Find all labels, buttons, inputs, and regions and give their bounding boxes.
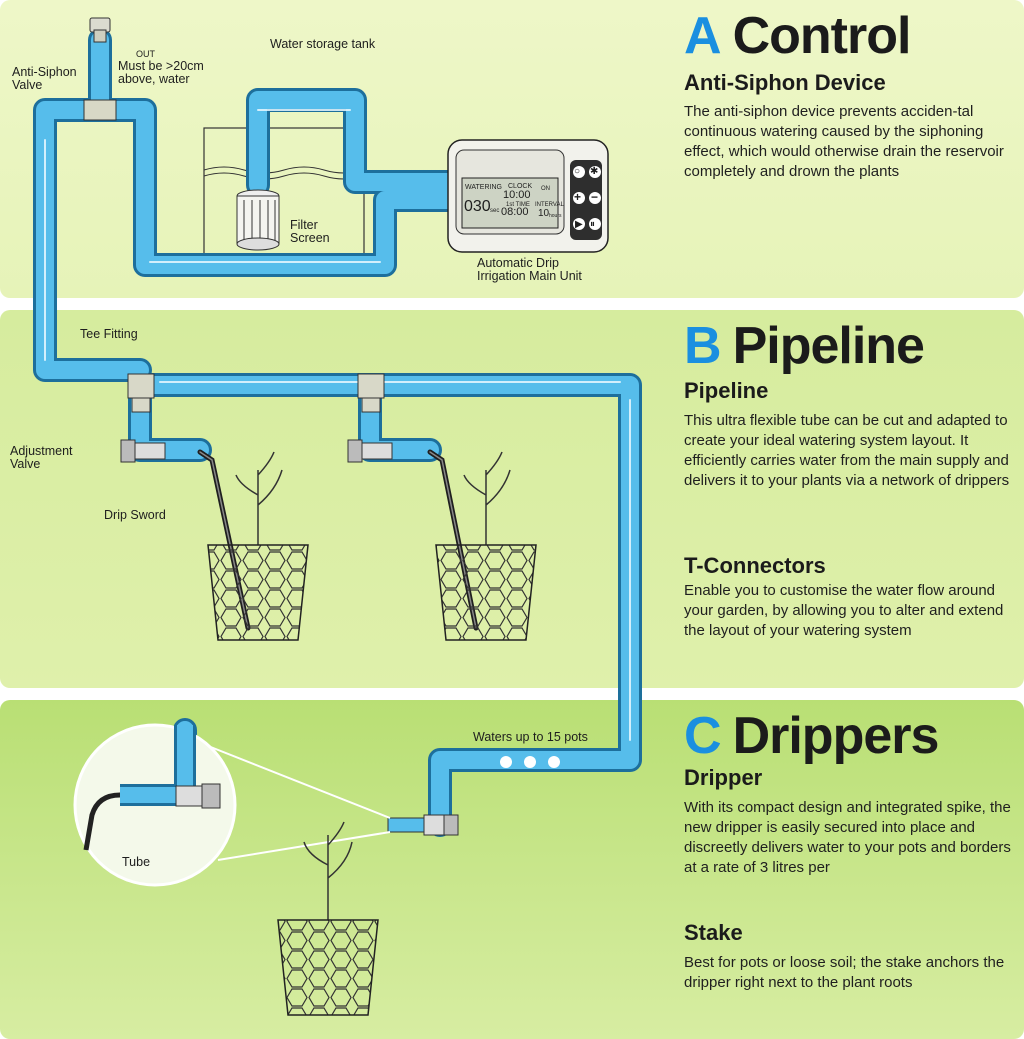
label-drip-sword: Drip Sword <box>104 508 166 522</box>
label-tee-fitting: Tee Fitting <box>80 327 138 341</box>
section-b-text-0: This ultra flexible tube can be cut and … <box>684 412 1010 489</box>
display-interval-label: INTERVAL <box>535 202 564 208</box>
section-a-title-text: Control <box>732 7 912 65</box>
display-clock-time: 10:00 <box>503 189 531 201</box>
minus-icon: − <box>591 190 599 204</box>
gear-icon: ✱ <box>590 166 599 177</box>
label-waters-up-to: Waters up to 15 pots <box>473 730 588 744</box>
pause-icon: ⏸ <box>590 219 595 230</box>
display-interval-value: 10 <box>538 208 550 219</box>
section-c-heading-1: Stake <box>684 920 743 945</box>
section-b-heading-0: Pipeline <box>684 378 769 403</box>
play-icon: ▶ <box>575 219 583 230</box>
filter-screen <box>236 189 280 251</box>
label-filter-line1: Filter <box>290 218 318 232</box>
section-b-heading-1: T-Connectors <box>684 553 826 578</box>
plus-icon: + <box>574 190 582 204</box>
plant-pot-c <box>277 821 379 1016</box>
display-clock-label: CLOCK <box>508 183 533 190</box>
dripper <box>387 814 459 836</box>
label-anti-siphon-line2: Valve <box>12 78 43 92</box>
section-c-text-1: Best for pots or loose soil; the stake a… <box>684 954 1005 991</box>
display-watering-time: 030 <box>464 198 491 215</box>
main-unit <box>447 139 609 253</box>
label-tube: Tube <box>122 855 151 869</box>
section-c-title-text: Drippers <box>732 707 940 765</box>
anti-siphon-valve <box>83 17 117 121</box>
section-c-letter: C <box>684 707 722 765</box>
tee-fittings <box>127 373 385 413</box>
display-interval-unit: hours <box>549 213 562 219</box>
section-b-text-1: Enable you to customise the water flow a… <box>684 582 1004 639</box>
label-main-unit-line2: Irrigation Main Unit <box>477 269 582 283</box>
section-c-text-0: With its compact design and integrated s… <box>684 799 1011 876</box>
label-water-storage-tank: Water storage tank <box>270 37 376 51</box>
continuation-dots <box>500 756 560 768</box>
adjustment-valves <box>120 439 393 463</box>
section-b-letter: B <box>684 317 722 375</box>
label-adjustment-line2: Valve <box>10 457 41 471</box>
display-first-time-label: 1st TIME <box>506 202 530 208</box>
display-first-time-value: 08:00 <box>501 206 529 218</box>
display-watering-label: WATERING <box>465 184 502 191</box>
label-out: OUT <box>136 49 155 59</box>
label-adjustment-line1: Adjustment <box>10 444 73 458</box>
water-storage-tank <box>203 127 365 255</box>
label-must-be-line1: Must be >20cm <box>118 59 204 73</box>
label-must-be-line2: above, water <box>118 72 190 86</box>
power-icon: ○ <box>574 166 581 177</box>
dripper-detail <box>73 723 391 887</box>
label-anti-siphon-line1: Anti-Siphon <box>12 65 77 79</box>
section-a-text-0: The anti-siphon device prevents acciden-… <box>684 103 1004 180</box>
display-on: ON <box>541 186 550 192</box>
label-filter-line2: Screen <box>290 231 330 245</box>
section-a-heading-0: Anti-Siphon Device <box>684 70 886 95</box>
label-main-unit-line1: Automatic Drip <box>477 256 559 270</box>
display-sec: sec <box>490 208 500 214</box>
section-b-title-text: Pipeline <box>732 317 925 375</box>
plant-pots-b <box>207 451 537 641</box>
section-c-heading-0: Dripper <box>684 765 763 790</box>
section-a-letter: A <box>684 7 722 65</box>
